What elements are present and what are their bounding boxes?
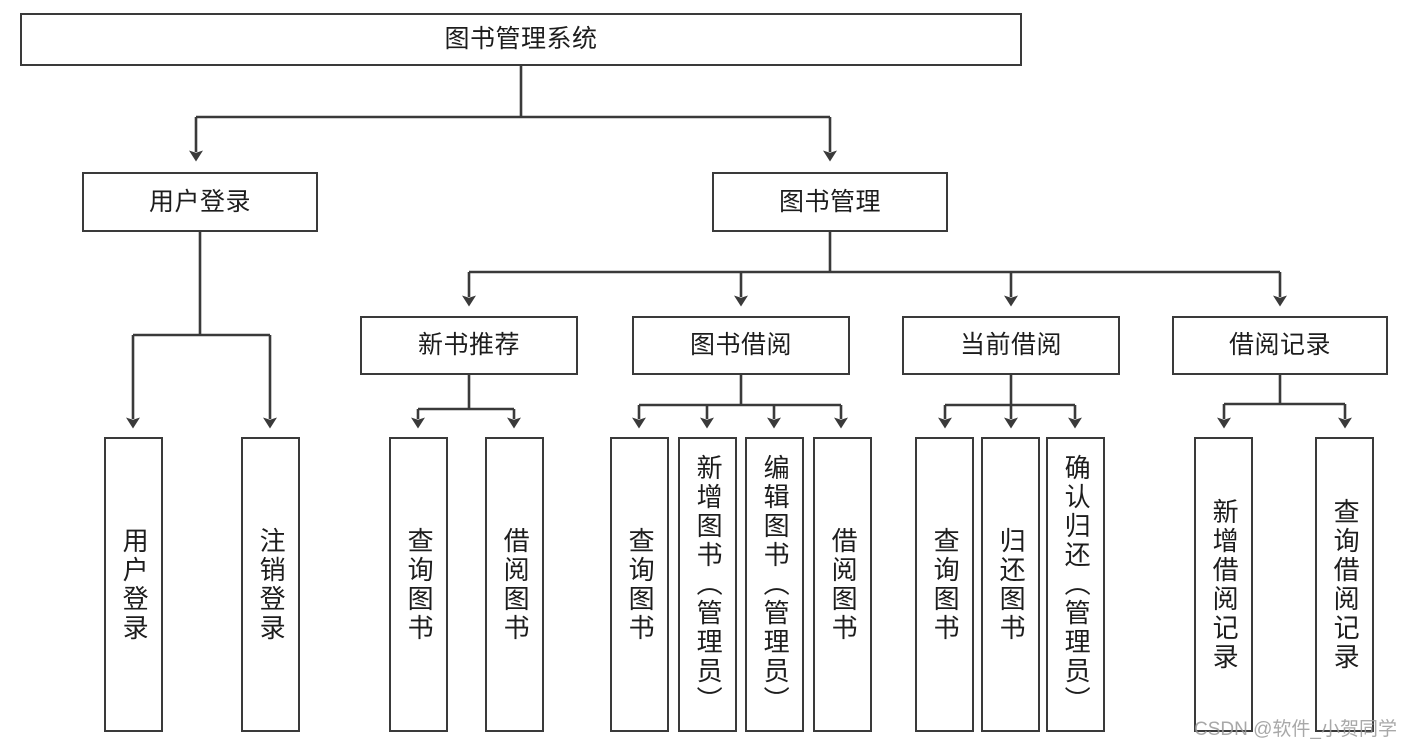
leaf-current-borrow-query[interactable]: 查询图书 xyxy=(915,437,974,732)
leaf-current-borrow-confirm-label: 确认归还（管理员） xyxy=(1061,454,1092,715)
leaf-book-borrow-edit[interactable]: 编辑图书（管理员） xyxy=(745,437,804,732)
leaf-user-login-signout-label: 注销登录 xyxy=(256,526,287,643)
leaf-borrow-record-add-label: 新增借阅记录 xyxy=(1209,497,1240,672)
node-book-borrow-label: 图书借阅 xyxy=(689,331,792,359)
leaf-user-login-signin-label: 用户登录 xyxy=(119,526,150,643)
node-book-borrow[interactable]: 图书借阅 xyxy=(632,316,850,375)
leaf-book-borrow-add-label: 新增图书（管理员） xyxy=(693,454,724,715)
leaf-new-book-query[interactable]: 查询图书 xyxy=(389,437,448,732)
leaf-user-login-signout[interactable]: 注销登录 xyxy=(241,437,300,732)
node-user-login[interactable]: 用户登录 xyxy=(82,172,318,232)
node-root-label: 图书管理系统 xyxy=(444,25,598,53)
node-borrow-record[interactable]: 借阅记录 xyxy=(1172,316,1388,375)
leaf-current-borrow-return[interactable]: 归还图书 xyxy=(981,437,1040,732)
node-current-borrow-label: 当前借阅 xyxy=(959,331,1062,359)
node-new-book-recommend-label: 新书推荐 xyxy=(417,331,520,359)
leaf-book-borrow-borrow-label: 借阅图书 xyxy=(828,526,859,643)
leaf-book-borrow-edit-label: 编辑图书（管理员） xyxy=(760,454,791,715)
leaf-current-borrow-query-label: 查询图书 xyxy=(930,526,961,643)
leaf-borrow-record-add[interactable]: 新增借阅记录 xyxy=(1194,437,1253,732)
leaf-borrow-record-query-label: 查询借阅记录 xyxy=(1330,497,1361,672)
node-new-book-recommend[interactable]: 新书推荐 xyxy=(360,316,578,375)
leaf-borrow-record-query[interactable]: 查询借阅记录 xyxy=(1315,437,1374,732)
leaf-book-borrow-add[interactable]: 新增图书（管理员） xyxy=(678,437,737,732)
node-user-login-label: 用户登录 xyxy=(148,187,251,216)
leaf-book-borrow-borrow[interactable]: 借阅图书 xyxy=(813,437,872,732)
leaf-user-login-signin[interactable]: 用户登录 xyxy=(104,437,163,732)
leaf-new-book-borrow[interactable]: 借阅图书 xyxy=(485,437,544,732)
leaf-book-borrow-query-label: 查询图书 xyxy=(625,526,656,643)
leaf-new-book-query-label: 查询图书 xyxy=(404,526,435,643)
node-borrow-record-label: 借阅记录 xyxy=(1228,331,1331,359)
node-book-management-label: 图书管理 xyxy=(778,187,881,216)
leaf-new-book-borrow-label: 借阅图书 xyxy=(500,526,531,643)
leaf-current-borrow-confirm[interactable]: 确认归还（管理员） xyxy=(1046,437,1105,732)
node-root[interactable]: 图书管理系统 xyxy=(20,13,1022,66)
leaf-book-borrow-query[interactable]: 查询图书 xyxy=(610,437,669,732)
leaf-current-borrow-return-label: 归还图书 xyxy=(996,526,1027,643)
node-current-borrow[interactable]: 当前借阅 xyxy=(902,316,1120,375)
node-book-management[interactable]: 图书管理 xyxy=(712,172,948,232)
